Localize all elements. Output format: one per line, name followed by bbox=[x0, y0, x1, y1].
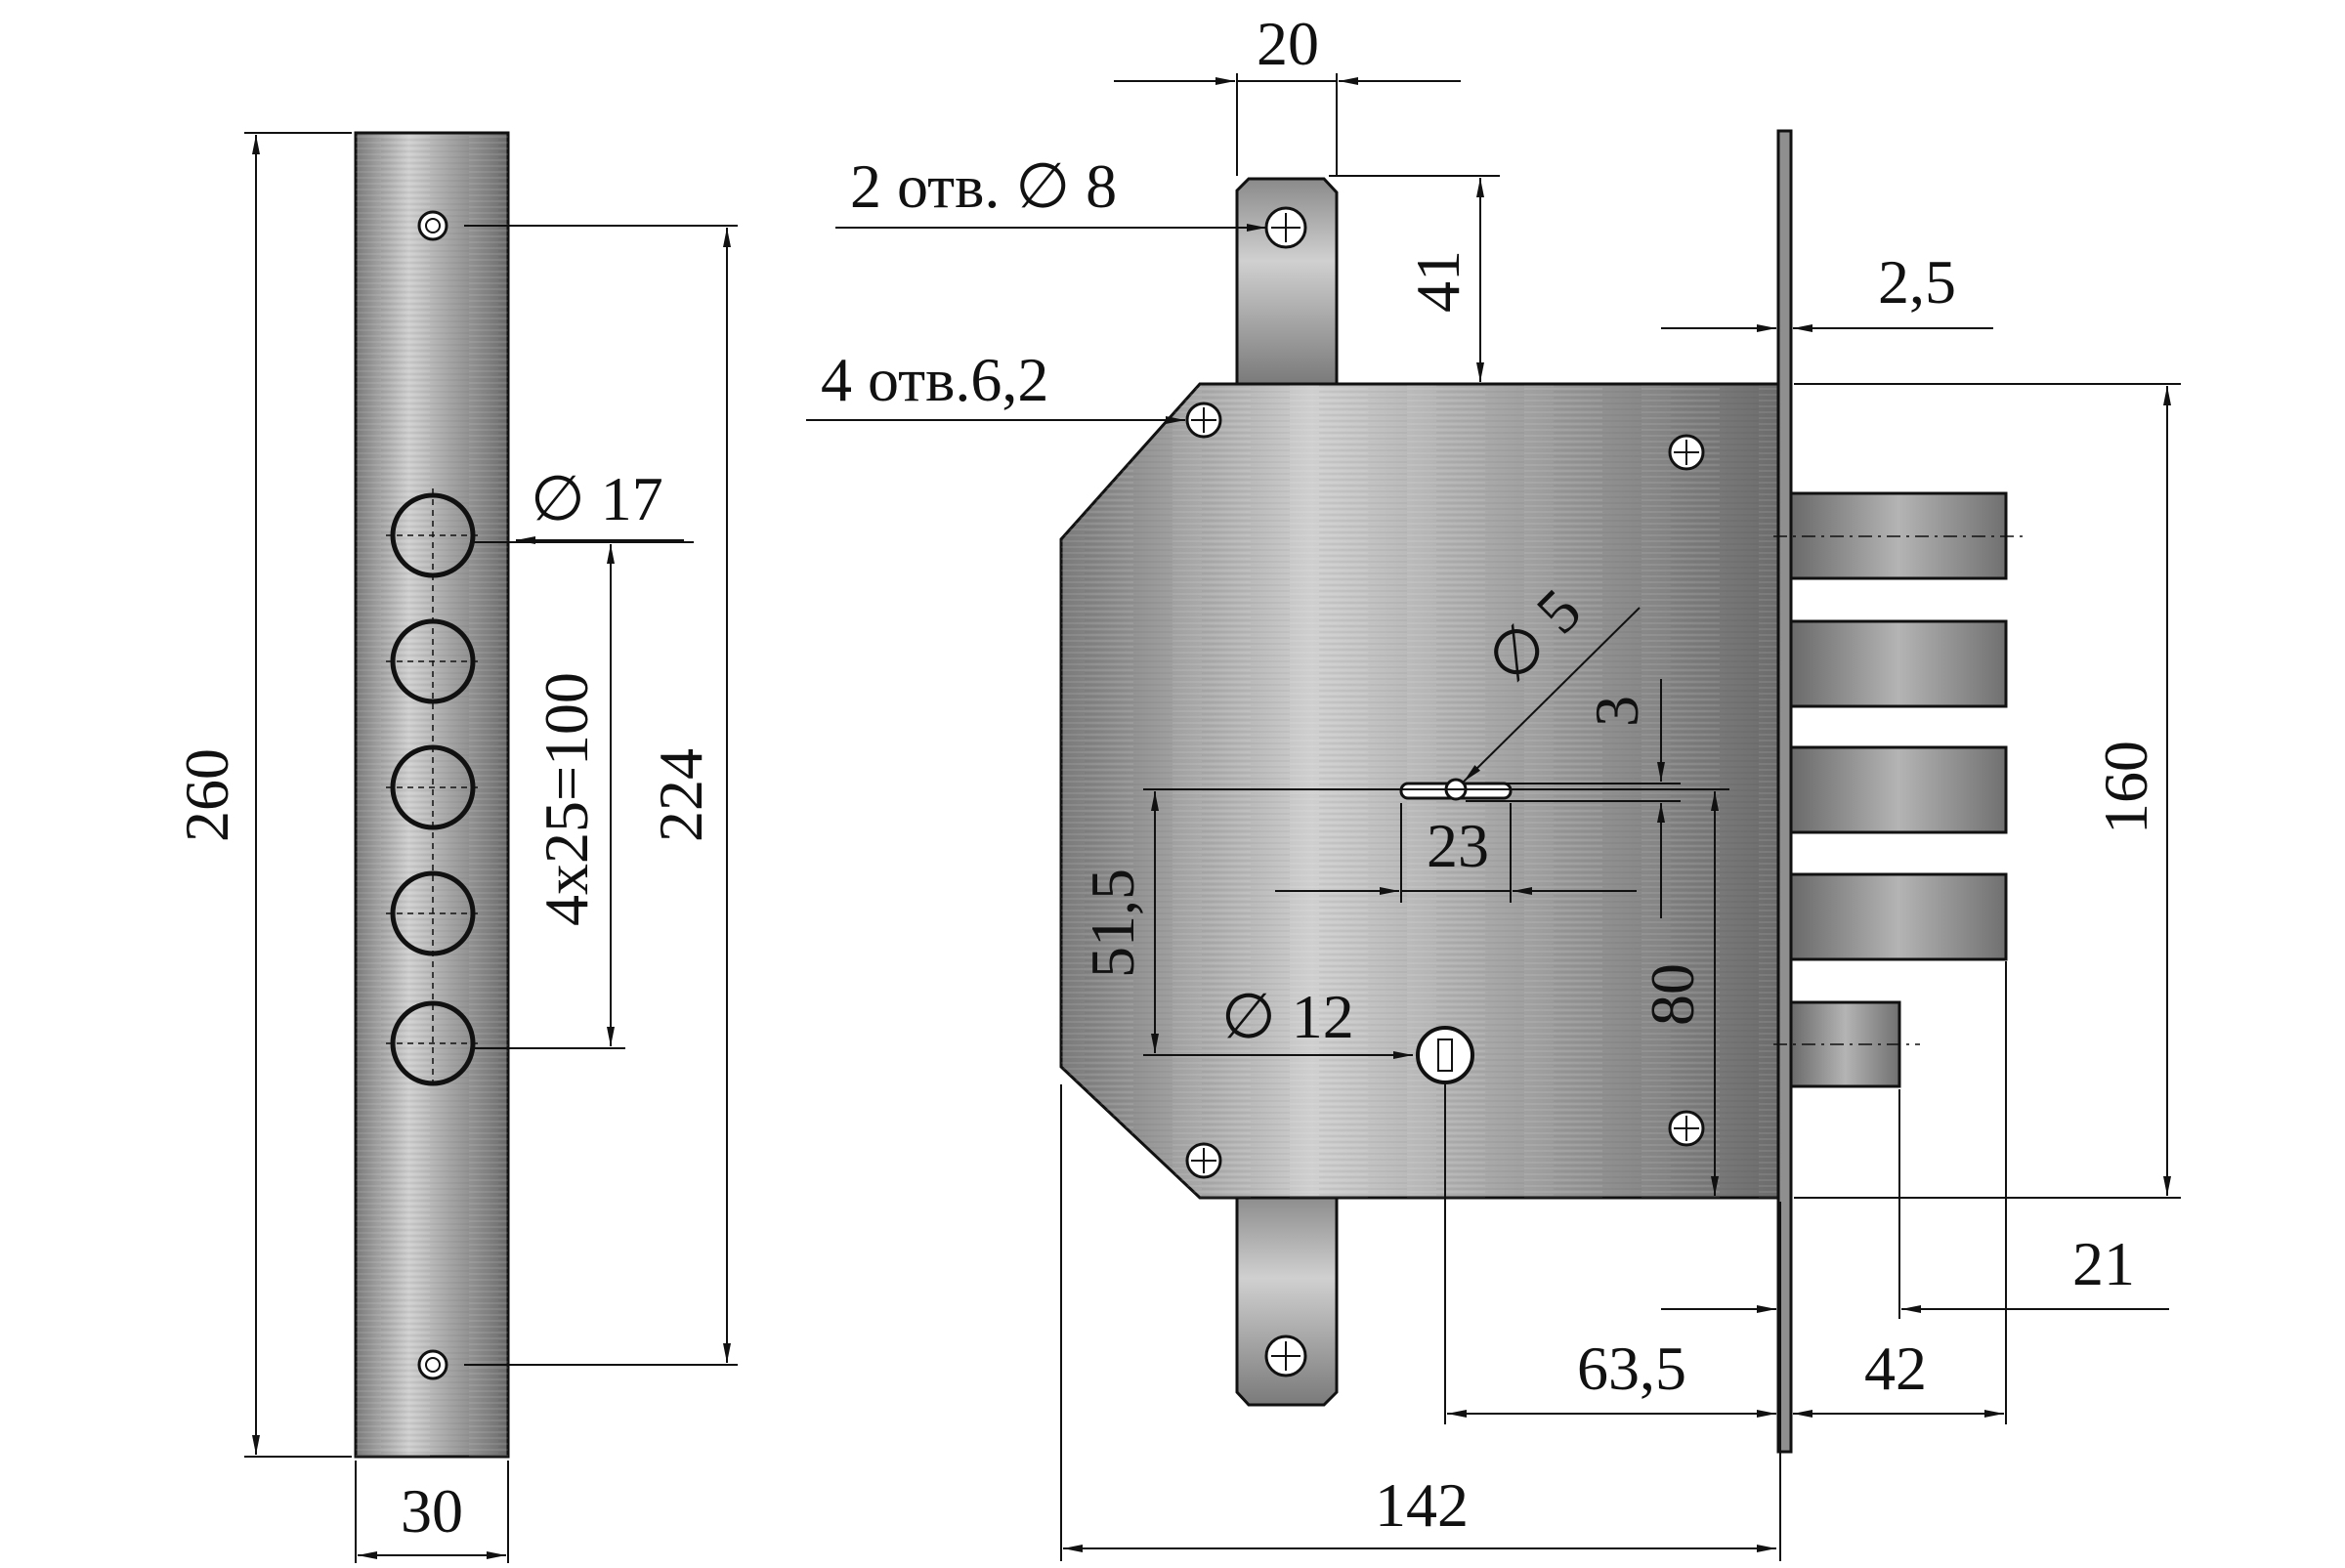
deadbolt bbox=[1789, 872, 2008, 961]
bolt-projection-label: 42 bbox=[1864, 1334, 1927, 1403]
faceplate-mount-hole-bottom bbox=[417, 1349, 448, 1380]
bottom-tab-hole bbox=[1264, 1335, 1307, 1377]
faceplate-mount-hole-top bbox=[417, 210, 448, 241]
faceplate-height-label: 260 bbox=[172, 748, 241, 842]
dim-bolt-pitch bbox=[474, 541, 694, 1049]
key-hole bbox=[1416, 1026, 1474, 1084]
bolt-hole-label: ∅ 17 bbox=[531, 464, 663, 533]
faceplate-view: 260 30 224 4x25=100 ∅ 17 bbox=[172, 131, 738, 1568]
dim-body-width bbox=[1060, 1084, 1781, 1561]
faceplate-texture bbox=[356, 133, 508, 1457]
body-height-label: 160 bbox=[2091, 741, 2160, 834]
top-tab-hole bbox=[1264, 206, 1307, 249]
dim-mount-hole-span bbox=[464, 225, 738, 1366]
tab-width-label: 20 bbox=[1257, 9, 1319, 78]
spindle-offset-label: 3 bbox=[1582, 696, 1651, 727]
corner-hole bbox=[1668, 1110, 1705, 1147]
dim-faceplate-height bbox=[244, 132, 352, 1458]
corner-hole bbox=[1668, 434, 1705, 471]
faceplate-bolt-holes bbox=[386, 488, 480, 1089]
corner-hole bbox=[1185, 1142, 1222, 1179]
dim-keyhole-width bbox=[1275, 803, 1637, 903]
corner-hole-label: 4 отв.6,2 bbox=[821, 345, 1048, 414]
dim-bolt-projection bbox=[1793, 961, 2007, 1424]
dim-spindle-offset bbox=[1466, 679, 1681, 918]
faceplate-width-label: 30 bbox=[401, 1476, 463, 1546]
dim-spindle-to-key bbox=[1143, 788, 1729, 1053]
key-hole-label: ∅ 12 bbox=[1221, 982, 1354, 1051]
keyhole-width-label: 23 bbox=[1427, 811, 1489, 880]
dim-body-height bbox=[1794, 383, 2181, 1199]
spindle-to-key-label: 51,5 bbox=[1078, 869, 1147, 978]
dim-latch-projection bbox=[1661, 1089, 2169, 1319]
top-hole-label: 2 отв. ∅ 8 bbox=[850, 151, 1117, 221]
dim-tab-height bbox=[1329, 175, 1500, 382]
dim-tab-width bbox=[1114, 73, 1461, 176]
deadbolt bbox=[1789, 745, 2008, 834]
lock-body-view: 20 41 2 отв. ∅ 8 4 отв.6,2 2,5 160 ∅ 5 bbox=[806, 9, 2181, 1561]
deadbolts bbox=[1773, 491, 2027, 1088]
bolt-pitch-label: 4x25=100 bbox=[532, 672, 601, 926]
case-screw-holes bbox=[1185, 206, 1705, 1377]
body-width-label: 142 bbox=[1375, 1470, 1469, 1540]
dim-faceplate-width bbox=[355, 1461, 509, 1568]
corner-hole bbox=[1185, 402, 1222, 439]
deadbolt bbox=[1789, 619, 2008, 708]
mount-hole-span-label: 224 bbox=[646, 748, 715, 842]
dim-backset bbox=[1444, 1084, 1776, 1424]
latch-projection-label: 21 bbox=[2072, 1229, 2135, 1298]
plate-thickness-label: 2,5 bbox=[1878, 247, 1956, 317]
spindle-hole-leader bbox=[1463, 607, 1641, 783]
key-to-edge-label: 80 bbox=[1638, 963, 1707, 1026]
tab-height-label: 41 bbox=[1403, 250, 1472, 313]
backset-label: 63,5 bbox=[1577, 1334, 1686, 1403]
